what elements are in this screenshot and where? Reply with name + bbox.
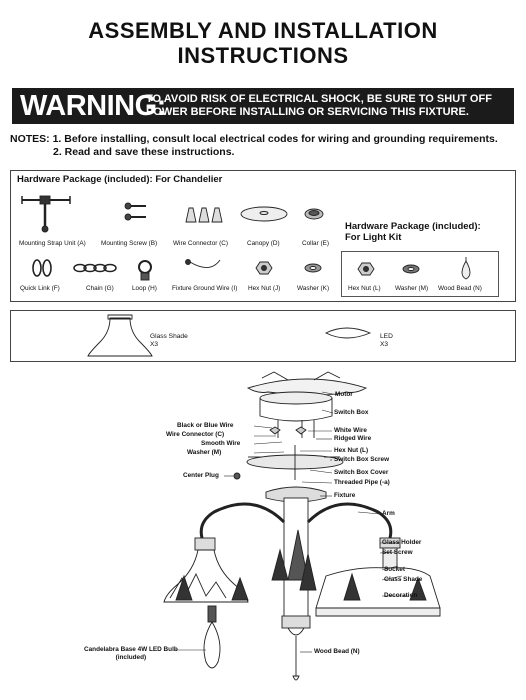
led-label: LED X3 <box>380 333 393 349</box>
label-motor: Motor <box>335 391 353 398</box>
part-label-k: Washer (K) <box>297 285 330 292</box>
label-smooth-wire: Smooth Wire <box>201 440 241 447</box>
switch-box-drawing <box>259 391 333 422</box>
hardware-light-kit-title: Hardware Package (included): For Light K… <box>345 221 481 243</box>
part-label-g: Chain (G) <box>86 285 114 292</box>
label-ridged-wire: Ridged Wire <box>334 435 372 442</box>
label-switch-box-cover: Switch Box Cover <box>334 469 389 476</box>
part-label-c: Wire Connector (C) <box>173 240 229 247</box>
part-label-i: Fixture Ground Wire (I) <box>172 285 238 292</box>
label-fixture: Fixture <box>334 492 356 499</box>
part-label-e: Collar (E) <box>302 240 329 247</box>
warning-line2: POWER BEFORE INSTALLING OR SERVICING THI… <box>146 106 469 118</box>
quick-link-icon <box>32 259 52 277</box>
glass-shade-qty: X3 <box>150 341 159 348</box>
glass-shade-icon <box>87 314 153 357</box>
label-bulb-line2: (included) <box>115 654 147 661</box>
hex-nut-icon <box>255 261 273 275</box>
label-threaded-pipe: Threaded Pipe (-a) <box>334 479 390 486</box>
hardware-package-light-kit <box>341 251 499 297</box>
label-glass-shade: Glass Shade <box>384 576 423 583</box>
tree-decoration-drawing <box>271 529 317 591</box>
ground-wire-icon <box>185 259 221 268</box>
leader-lines <box>174 391 408 653</box>
label-bulb: Candelabra Base 4W LED Bulb (included) <box>84 646 178 662</box>
arm-drawing <box>199 502 393 539</box>
notes: NOTES: 1. Before installing, consult loc… <box>10 133 498 159</box>
warning-banner: WARNING: TO AVOID RISK OF ELECTRICAL SHO… <box>12 88 514 124</box>
mounting-strap-icon <box>21 195 71 233</box>
led-text: LED <box>380 333 393 340</box>
glass-shade-text: Glass Shade <box>150 333 188 340</box>
note-1: NOTES: 1. Before installing, consult loc… <box>10 133 498 145</box>
part-label-n: Wood Bead (N) <box>438 285 482 292</box>
warning-word: WARNING: <box>20 90 166 122</box>
label-white-wire: White Wire <box>334 427 367 434</box>
led-bulb-icon <box>324 327 372 339</box>
motor-drawing <box>246 371 368 396</box>
wire-connector-icon <box>185 207 223 223</box>
label-switch-box-screw: Switch Box Screw <box>334 456 390 463</box>
label-set-screw: Set Screw <box>382 549 413 556</box>
hardware-chandelier-title: Hardware Package (included): For Chandel… <box>17 174 223 185</box>
label-bulb-line1: Candelabra Base 4W LED Bulb <box>84 646 178 653</box>
collar-icon <box>304 208 324 220</box>
part-label-d: Canopy (D) <box>247 240 280 247</box>
label-black-blue-wire: Black or Blue Wire <box>177 422 234 429</box>
label-wood-bead: Wood Bead (N) <box>314 648 360 655</box>
label-hex-nut: Hex Nut (L) <box>334 447 369 454</box>
part-label-m: Washer (M) <box>395 285 429 292</box>
chain-icon <box>73 263 117 273</box>
note-2: 2. Read and save these instructions. <box>53 146 235 158</box>
label-switch-box: Switch Box <box>334 409 369 416</box>
washer-icon <box>304 263 322 273</box>
light-kit-title-line2: For Light Kit <box>345 232 402 243</box>
label-washer: Washer (M) <box>187 449 222 456</box>
canopy-icon <box>240 206 288 222</box>
warning-line1: TO AVOID RISK OF ELECTRICAL SHOCK, BE SU… <box>146 93 492 105</box>
label-wire-connector: Wire Connector (C) <box>166 431 225 438</box>
page-title: ASSEMBLY AND INSTALLATION <box>88 18 438 43</box>
part-label-a: Mounting Strap Unit (A) <box>19 240 86 247</box>
switch-box-cover-drawing <box>246 445 344 480</box>
center-plug-drawing <box>233 472 241 480</box>
label-socket: Socket <box>384 566 405 573</box>
part-label-l: Hex Nut (L) <box>348 285 381 292</box>
loop-icon <box>138 260 152 281</box>
label-arm: Arm <box>382 510 395 517</box>
led-qty: X3 <box>380 341 389 348</box>
shade-led-box <box>10 310 516 362</box>
label-glass-holder: Glass Holder <box>382 539 422 546</box>
light-kit-hex-nut-icon <box>357 262 375 276</box>
mounting-screw-icon <box>124 202 146 221</box>
part-label-h: Loop (H) <box>132 285 157 292</box>
wood-bead-icon <box>461 257 471 280</box>
part-label-b: Mounting Screw (B) <box>101 240 158 247</box>
part-label-j: Hex Nut (J) <box>248 285 281 292</box>
light-kit-title-line1: Hardware Package (included): <box>345 221 481 232</box>
wires-drawing <box>269 420 315 438</box>
page-title-line2: INSTRUCTIONS <box>177 43 349 68</box>
light-kit-washer-icon <box>402 264 420 274</box>
warning-text: TO AVOID RISK OF ELECTRICAL SHOCK, BE SU… <box>146 93 492 119</box>
glass-shade-label: Glass Shade X3 <box>150 333 188 349</box>
hardware-package-chandelier <box>10 170 516 302</box>
label-decoration: Decoration <box>384 592 418 599</box>
part-label-f: Quick Link (F) <box>20 285 60 292</box>
led-bulb-drawing <box>203 605 221 669</box>
label-center-plug: Center Plug <box>183 472 219 479</box>
left-glass-shade-drawing <box>163 537 249 603</box>
